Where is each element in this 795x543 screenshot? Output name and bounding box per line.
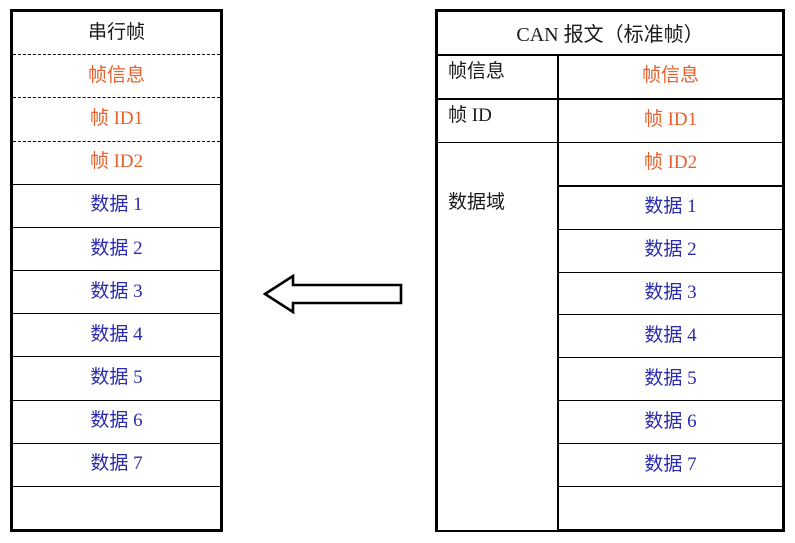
can-message-label-data-field-cont — [438, 358, 559, 402]
serial-frame-cell-data-6: 数据 6 — [90, 410, 143, 432]
can-message-value-data-5: 数据 5 — [644, 367, 697, 389]
table-row — [438, 487, 782, 531]
serial-frame-cell-data-5: 数据 5 — [90, 367, 143, 389]
serial-frame-cell-frame-id1: 帧 ID1 — [89, 107, 144, 129]
left-arrow-icon — [262, 272, 403, 316]
can-message-value-data-3: 数据 3 — [644, 282, 697, 304]
can-message-label-data-field-cont — [438, 487, 559, 531]
table-row: 帧 ID2 — [438, 142, 782, 187]
can-message-label-data-field-cont — [438, 401, 559, 445]
serial-frame-cell-data-1: 数据 1 — [90, 194, 143, 216]
can-message-value-frame-id2: 帧 ID2 — [643, 152, 698, 174]
serial-frame-cell-frame-info: 帧信息 — [87, 64, 145, 86]
table-row: 数据 4 — [438, 315, 782, 359]
can-message-label-data-field-cont — [438, 229, 559, 273]
table-row: 数据 7 — [13, 444, 220, 487]
serial-frame-cell-data-2: 数据 2 — [90, 237, 143, 259]
can-message-label-data-field-cont — [438, 272, 559, 316]
can-message-value-frame-info: 帧信息 — [641, 65, 699, 87]
table-row: 数据 5 — [13, 357, 220, 401]
table-row: 数据 2 — [13, 228, 220, 272]
serial-frame-rows: 串行帧 帧信息 帧 ID1 帧 ID2 数据 1 数据 2 数据 3 数据 4 … — [13, 12, 220, 529]
serial-frame-cell-data-7: 数据 7 — [90, 453, 143, 475]
can-message-value-data-7: 数据 7 — [644, 453, 697, 475]
can-message-value-data-6: 数据 6 — [644, 410, 697, 432]
can-message-header-row: CAN 报文（标准帧） — [438, 12, 782, 56]
can-message-value-data-4: 数据 4 — [644, 324, 697, 346]
can-message-header-label: CAN 报文（标准帧） — [516, 24, 704, 47]
can-message-table: CAN 报文（标准帧） 帧信息 帧信息 帧 ID 帧 ID1 帧 ID2 数据域… — [435, 9, 785, 532]
can-message-label-data-field-cont — [438, 315, 559, 359]
table-row — [13, 487, 220, 529]
table-row: 数据 2 — [438, 229, 782, 273]
table-row: 帧 ID 帧 ID1 — [438, 99, 782, 143]
can-message-rows: CAN 报文（标准帧） 帧信息 帧信息 帧 ID 帧 ID1 帧 ID2 数据域… — [438, 12, 782, 531]
table-row: 数据 5 — [438, 358, 782, 402]
can-message-label-frame-info: 帧信息 — [438, 55, 559, 98]
table-row: 数据域 数据 1 — [438, 186, 782, 230]
serial-frame-table: 串行帧 帧信息 帧 ID1 帧 ID2 数据 1 数据 2 数据 3 数据 4 … — [10, 9, 223, 532]
table-row: 帧 ID2 — [13, 142, 220, 185]
serial-frame-cell-frame-id2: 帧 ID2 — [89, 151, 144, 173]
can-message-label-frame-id-cont — [438, 142, 559, 187]
table-row: 数据 3 — [438, 272, 782, 316]
table-row: 数据 3 — [13, 271, 220, 315]
table-row: 数据 4 — [13, 314, 220, 358]
can-message-label-data-field: 数据域 — [438, 186, 559, 230]
serial-frame-cell-data-3: 数据 3 — [90, 280, 143, 302]
serial-frame-header-row: 串行帧 — [13, 12, 220, 56]
table-row: 数据 6 — [13, 401, 220, 444]
serial-frame-header-label: 串行帧 — [87, 21, 145, 43]
can-message-value-data-1: 数据 1 — [644, 196, 697, 218]
table-row: 数据 7 — [438, 444, 782, 488]
table-row: 帧信息 — [13, 55, 220, 99]
can-message-label-frame-id: 帧 ID — [438, 99, 559, 142]
serial-frame-cell-data-4: 数据 4 — [90, 323, 143, 345]
table-row: 帧信息 帧信息 — [438, 55, 782, 100]
can-message-value-data-2: 数据 2 — [644, 239, 697, 261]
table-row: 数据 1 — [13, 185, 220, 228]
can-message-value-empty — [559, 487, 782, 529]
can-message-value-frame-id1: 帧 ID1 — [643, 109, 698, 131]
can-message-label-data-field-cont — [438, 444, 559, 488]
table-row: 帧 ID1 — [13, 98, 220, 142]
table-row: 数据 6 — [438, 401, 782, 445]
